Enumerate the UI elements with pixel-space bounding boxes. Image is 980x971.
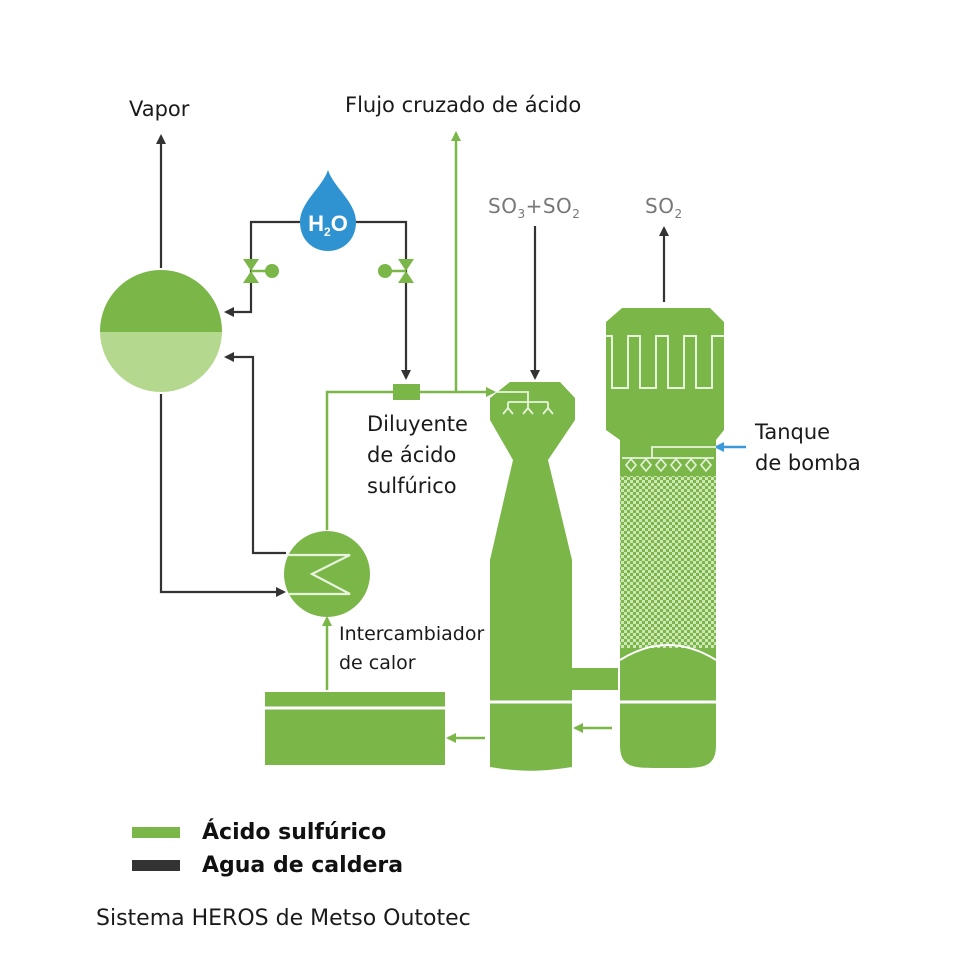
acid-diluter-block: [393, 384, 420, 400]
legend-item-acid: Ácido sulfúrico: [132, 820, 386, 845]
heat-exchanger-label: Intercambiador de calor: [339, 623, 485, 674]
spray-nozzle-icon: [497, 391, 554, 415]
valve-icon[interactable]: [378, 259, 414, 283]
h2o-text: H2O: [308, 211, 348, 239]
vapor-label: Vapor: [129, 97, 190, 121]
water-to-diluter-line: [355, 220, 411, 380]
legend-swatch-water: [132, 860, 180, 871]
legend-label-acid: Ácido sulfúrico: [202, 820, 387, 845]
caption: Sistema HEROS de Metso Outotec: [96, 906, 471, 931]
legend-swatch-acid: [132, 827, 180, 838]
pump-tank: [265, 692, 445, 765]
connecting-duct: [570, 668, 618, 690]
boiler-drum-icon: [100, 270, 222, 392]
legend-item-water: Agua de caldera: [132, 853, 403, 878]
diluter-label: Diluyente de ácido sulfúrico: [367, 412, 468, 498]
drum-to-exchanger-line: [159, 394, 286, 597]
absorption-tower: [606, 308, 724, 769]
acid-lines: [322, 131, 612, 743]
exchanger-to-drum-line: [224, 352, 286, 555]
acid-to-drying-tower-line: [325, 387, 496, 530]
boiler-water-lines: [156, 134, 669, 597]
legend-label-water: Agua de caldera: [202, 853, 404, 878]
cross-flow-label: Flujo cruzado de ácido: [345, 93, 582, 117]
water-drop-icon: H2O: [300, 170, 356, 251]
valve-icon[interactable]: [243, 259, 279, 283]
water-to-drum-line: [224, 220, 300, 317]
so3-so2-label: SO3+SO2: [488, 194, 581, 221]
heat-exchanger-icon: [284, 531, 370, 617]
packing-bed: [620, 476, 716, 648]
so2-label: SO2: [645, 194, 683, 221]
pump-tank-label: Tanque de bomba: [755, 420, 861, 475]
drying-tower: [490, 382, 575, 771]
